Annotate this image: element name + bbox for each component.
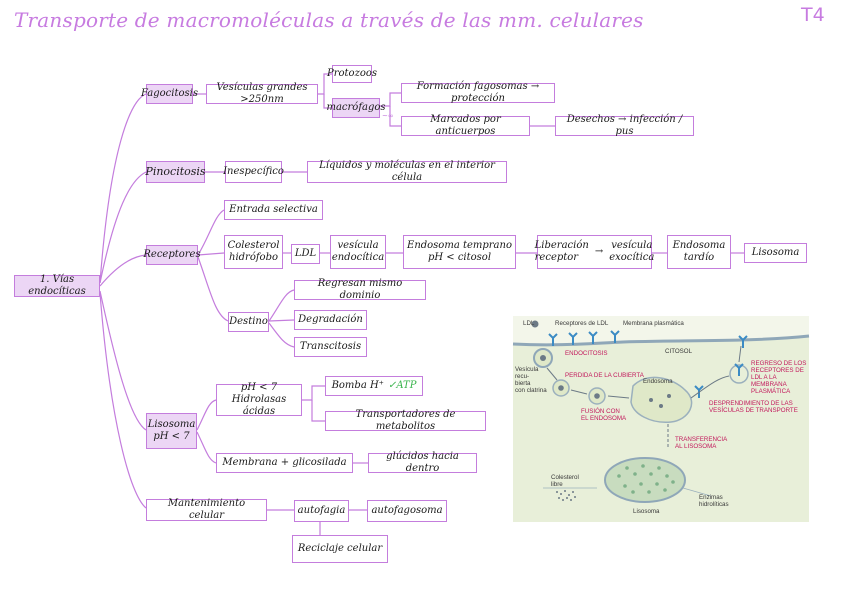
liberacion-label: Liberación receptor [534,240,589,263]
node-transcitosis: Transcitosis [294,337,367,357]
node-destino: Destino [228,312,269,332]
node-vesicula-endocitica: vesícula endocítica [330,235,386,269]
connector [196,399,217,431]
connector [197,252,225,256]
endosome [630,376,693,423]
fig-label-endosoma: Endosoma [643,378,673,385]
connector [311,400,325,422]
connector [323,94,332,109]
fig-label-colesterol-libre: Colesterol libre [551,474,579,488]
fig-label-transferencia: TRANSFERENCIA AL LISOSOMA [675,436,728,450]
page-title: Transporte de macromoléculas a través de… [14,8,644,32]
connector [389,106,401,127]
node-liquidos: Líquidos y moléculas en el interior célu… [307,160,507,183]
lysosome [604,457,686,503]
connector [318,73,332,95]
topic-tag: T4 [801,4,825,26]
fig-label-membrana: Membrana plasmática [623,320,684,327]
node-autofagosoma: autofagosoma [367,500,447,522]
node-fagocitosis: Fagocitosis [141,84,198,104]
vesicula-exocitica-label: vesícula exocítica [609,240,655,263]
arrow-glyph: → [594,246,604,257]
connector [302,385,325,401]
node-macrofagos: macrófagos [326,98,386,118]
connector [197,256,229,322]
node-degradacion: Degradación [294,310,367,330]
check-icon: ✓ATP [387,380,417,391]
node-protozoos: Protozoos [327,65,377,83]
fig-label-enzimas: Enzimas hidrolíticas [699,494,729,508]
node-transportadores: Transportadores de metabolitos [325,409,486,432]
connector [268,319,295,322]
node-entrada-selectiva: Entrada selectiva [224,200,323,220]
figure-drawing [512,316,810,503]
connector [197,209,225,256]
connector [268,322,295,348]
node-receptores: Receptores [143,245,201,265]
fig-label-lisosoma: Lisosoma [633,508,660,515]
free-cholesterol [556,490,576,501]
node-vesiculas-grandes: Vesículas grandes >250nm [206,82,318,105]
node-liberacion-receptor: Liberación receptor → vesícula exocítica [534,235,655,269]
node-bomba: Bomba H⁺ ✓ATP [325,376,423,396]
node-ldl: LDL [291,244,320,264]
endocytosis-figure: LDL Receptores de LDL Membrana plasmátic… [512,316,810,522]
node-autofagia: autofagia [294,500,349,522]
fig-label-receptores: Receptores de LDL [555,320,609,327]
receptors [548,330,748,348]
exterior-region [513,316,809,345]
ldl-particle [531,320,539,328]
node-desechos: Desechos → infección / pus [555,114,694,137]
fig-label-citosol: CITOSOL [665,348,693,355]
node-hidrolasas: pH < 7 Hidrolasas ácidas [216,382,302,417]
node-lisosoma-ph: Lisosoma pH < 7 [146,413,197,449]
node-inespecifico: Inespecífico [223,161,284,183]
connector [196,431,217,464]
fig-label-vesicula-clatrina: Vesícula recu- bierta con clatrina [515,366,547,394]
connector [380,92,401,107]
node-glucidos: glúcidos hacia dentro [368,451,477,474]
node-mantenimiento: Mantenimiento celular [146,498,267,521]
connector [99,290,147,431]
node-reciclaje: Reciclaje celular [292,535,388,563]
node-endosoma-tardio: Endosoma tardío [667,235,731,269]
node-formacion-fagosomas: Formación fagosomas → protección [401,81,555,104]
fig-label-perdida: PERDIDA DE LA CUBIERTA [565,372,644,379]
node-lisosoma: Lisosoma [744,243,807,263]
glyph-note: ~∞ [382,112,394,120]
node-membrana-glicosilada: Membrana + glicosilada [216,453,353,473]
node-regresan: Regresan mismo dominio [294,278,426,301]
node-pinocitosis: Pinocitosis [145,161,206,183]
fig-label-endocitosis: ENDOCITOSIS [565,350,608,357]
connector [99,292,147,509]
connector [99,93,147,284]
node-marcados-anticuerpos: Marcados por anticuerpos [401,114,530,137]
fig-label-ldl: LDL [523,320,535,327]
process-arrows [546,345,742,448]
node-root: 1. Vías endocíticas [14,274,100,297]
node-colesterol: Colesterol hidrófobo [224,235,283,269]
fig-label-regreso: REGRESO DE LOS RECEPTORES DE LDL A LA ME… [751,360,807,395]
connector [99,254,147,287]
fig-label-desprendimiento: DESPRENDIMIENTO DE LAS VESÍCULAS DE TRAN… [709,400,798,414]
connector [268,289,295,322]
node-endosoma-temprano: Endosoma temprano pH < citosol [403,235,516,269]
connector [99,171,147,284]
bomba-label: Bomba H⁺ [331,380,384,391]
fig-label-fusion: FUSIÓN CON EL ENDOSOMA [581,408,627,422]
